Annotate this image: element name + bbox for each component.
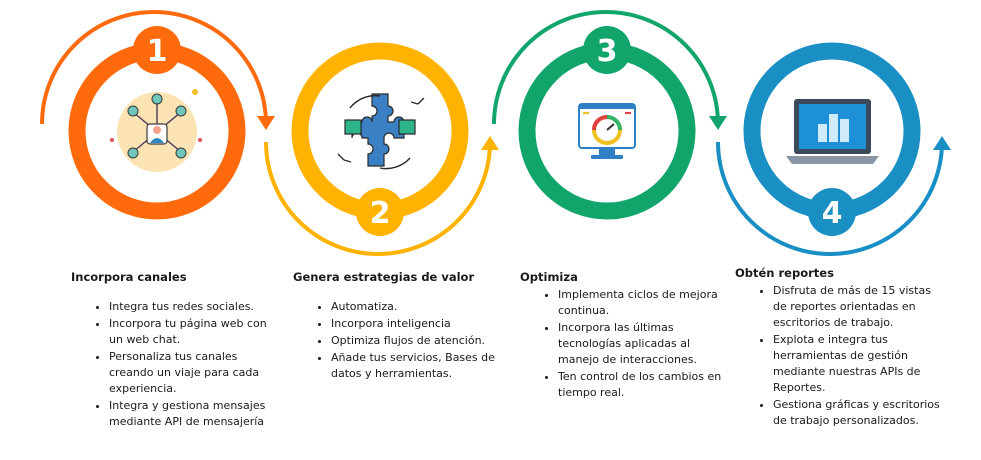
step-1-bullet: Incorpora tu página web con un web chat. xyxy=(109,316,271,348)
step-1-bullet: Integra y gestiona mensajes mediante API… xyxy=(109,398,271,430)
step-1-description: Incorpora canales Integra tus redes soci… xyxy=(71,269,271,431)
step-3-badge xyxy=(583,26,631,74)
step-1-outer-arc xyxy=(40,10,268,125)
step-1-title: Incorpora canales xyxy=(71,270,187,284)
step-1-bullet: Personaliza tus canales creando un viaje… xyxy=(109,349,271,397)
step-4-graphic: 4 xyxy=(716,42,951,256)
step-3-bullets: Implementa ciclos de mejora continua. In… xyxy=(520,287,725,401)
step-3-bullet: Incorpora las últimas tecnologías aplica… xyxy=(558,320,725,368)
step-2-badge xyxy=(356,188,404,236)
step-2-bullets: Automatiza. Incorpora inteligencia Optim… xyxy=(293,299,508,382)
step-4-bullet: Disfruta de más de 15 vistas de reportes… xyxy=(773,283,945,331)
step-1-bullet: Integra tus redes sociales. xyxy=(109,299,271,315)
step-2-bullet: Automatiza. xyxy=(331,299,508,315)
step-3-number: 3 xyxy=(597,34,618,69)
step-4-description: Obtén reportes Disfruta de más de 15 vis… xyxy=(735,265,945,430)
step-2-bullet: Añade tus servicios, Bases de datos y he… xyxy=(331,350,508,382)
step-2-bullet: Incorpora inteligencia xyxy=(331,316,508,332)
network-person-icon xyxy=(110,89,202,172)
step-3-outer-arc xyxy=(492,10,720,125)
step-1-graphic: 1 xyxy=(40,10,275,220)
step-2-arrow xyxy=(481,136,499,150)
dashboard-monitor-icon xyxy=(578,103,636,159)
step-1-bullets: Integra tus redes sociales. Incorpora tu… xyxy=(71,299,271,430)
step-1-badge xyxy=(133,26,181,74)
step-3-description: Optimiza Implementa ciclos de mejora con… xyxy=(520,269,725,402)
step-4-title: Obtén reportes xyxy=(735,266,834,280)
laptop-report-icon xyxy=(786,99,879,164)
step-1-number: 1 xyxy=(147,34,168,69)
step-2-bullet: Optimiza flujos de atención. xyxy=(331,333,508,349)
step-3-bullet: Implementa ciclos de mejora continua. xyxy=(558,287,725,319)
step-4-number: 4 xyxy=(822,196,843,231)
step-2-graphic: 2 xyxy=(264,42,499,256)
step-4-badge xyxy=(808,188,856,236)
step-3-graphic: 3 xyxy=(492,10,727,220)
step-2-description: Genera estrategias de valor Automatiza. … xyxy=(293,269,508,383)
step-3-title: Optimiza xyxy=(520,270,578,284)
step-1-arrow xyxy=(257,116,275,130)
step-4-bullet: Gestiona gráficas y escritorios de traba… xyxy=(773,397,945,429)
step-4-outer-arc xyxy=(716,141,944,256)
step-2-title: Genera estrategias de valor xyxy=(293,270,475,284)
step-3-bullet: Ten control de los cambios en tiempo rea… xyxy=(558,369,725,401)
step-3-arrow xyxy=(709,116,727,130)
step-2-number: 2 xyxy=(370,196,391,231)
step-4-bullets: Disfruta de más de 15 vistas de reportes… xyxy=(735,283,945,429)
step-4-arrow xyxy=(933,136,951,150)
step-4-bullet: Explota e integra tus herramientas de ge… xyxy=(773,332,945,396)
puzzle-connect-icon xyxy=(337,93,425,170)
step-2-outer-arc xyxy=(264,141,492,256)
